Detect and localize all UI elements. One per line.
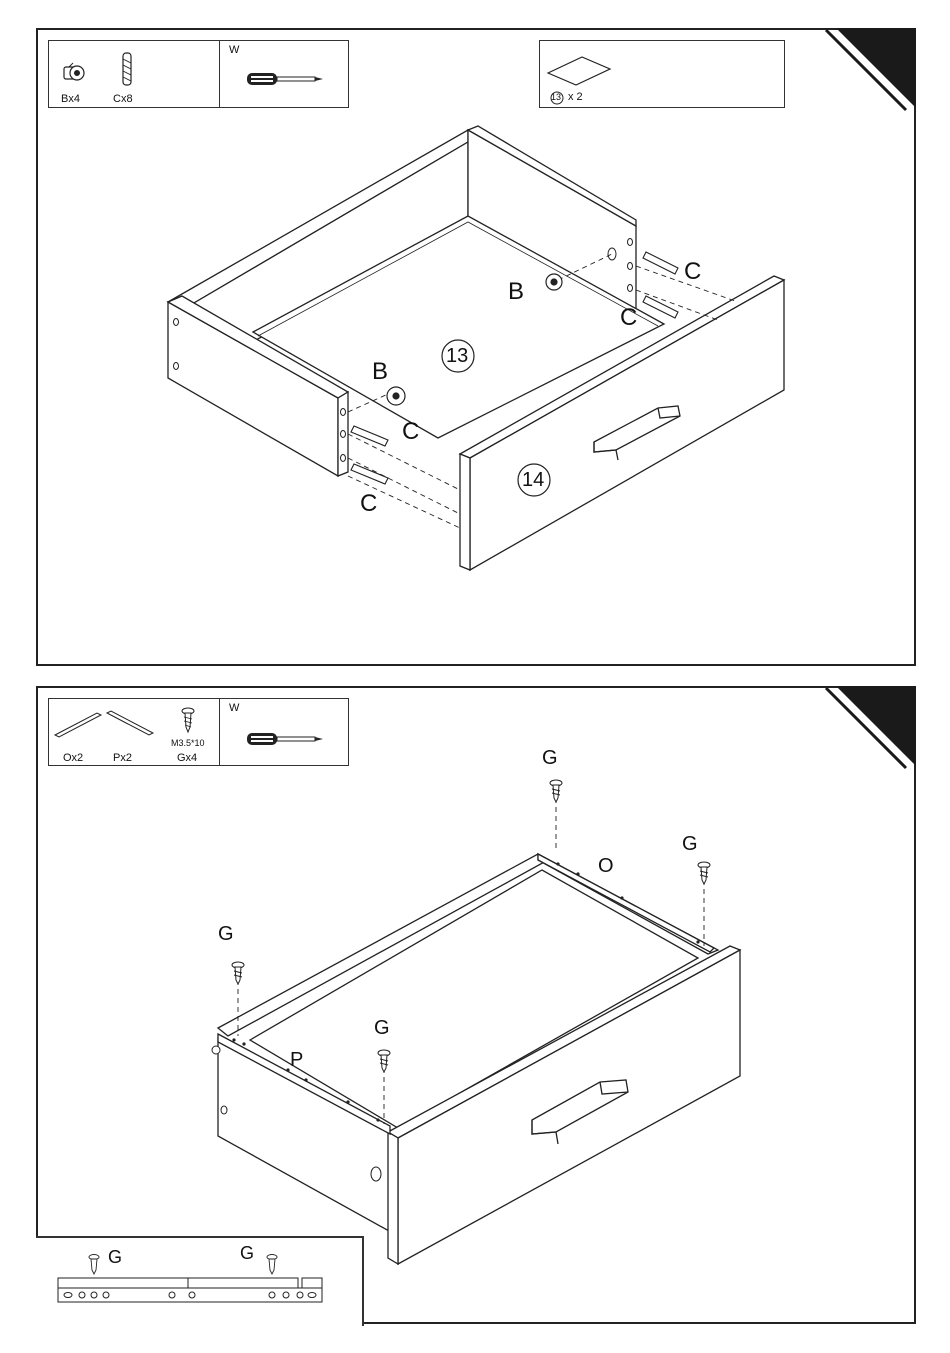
callout-g-left: G [218, 924, 234, 944]
runner-detail-drawing [54, 1248, 354, 1318]
runner-detail-inset: G G [36, 1236, 364, 1326]
detail-callout-g-left: G [108, 1248, 122, 1266]
callout-c-upper-1: C [684, 260, 701, 284]
callout-c-upper-2: C [620, 306, 637, 330]
part-number-13: 13 [446, 346, 468, 366]
callout-runner-p: P [290, 1050, 303, 1070]
callout-b-lower: B [372, 360, 388, 384]
callout-c-lower-2: C [360, 492, 377, 516]
callout-b-upper: B [508, 280, 524, 304]
drawer-assembled-drawing [38, 688, 918, 1326]
part-number-14: 14 [522, 470, 544, 490]
drawer-exploded-drawing [38, 30, 918, 668]
callout-g-top-center: G [542, 748, 558, 768]
callout-runner-o: O [598, 856, 614, 876]
step-1-panel: Bx4 Cx8 W 13 x 2 [36, 28, 916, 666]
callout-g-mid: G [374, 1018, 390, 1038]
step-2-panel: M3.5*10 Ox2 Px2 Gx4 W [36, 686, 916, 1324]
detail-callout-g-right: G [240, 1244, 254, 1262]
callout-c-lower-1: C [402, 420, 419, 444]
callout-g-top-right: G [682, 834, 698, 854]
